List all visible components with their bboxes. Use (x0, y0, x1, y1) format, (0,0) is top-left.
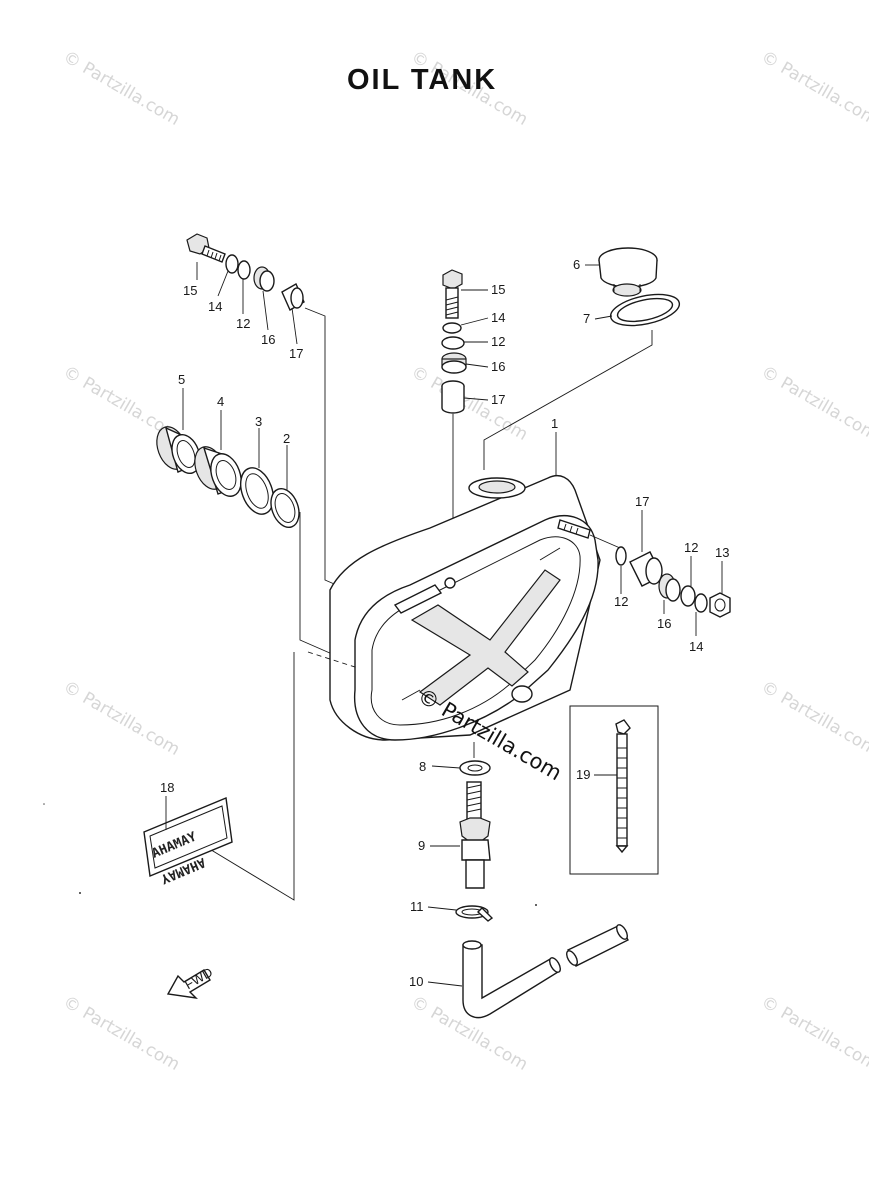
watermark: © Partzilla.com (60, 992, 184, 1075)
callout-11: 11 (410, 899, 424, 914)
washer-icon (441, 336, 465, 350)
level-gauge-19-box (569, 705, 659, 875)
washer-icon (680, 585, 696, 607)
collar-icon (281, 283, 305, 311)
ring-3-icon (239, 467, 275, 515)
callout-7: 7 (583, 311, 590, 326)
scan-speck (535, 904, 537, 906)
callout-17: 17 (635, 494, 649, 509)
callout-6: 6 (573, 257, 580, 272)
callout-16: 16 (261, 332, 275, 347)
right-fastener-stack (589, 510, 731, 636)
callout-19: 19 (576, 767, 590, 782)
callout-9: 9 (418, 838, 425, 853)
oil-tank-icon (329, 474, 601, 741)
callout-14: 14 (689, 639, 703, 654)
ring-2-icon (270, 487, 300, 529)
washer-icon (225, 254, 239, 274)
watermark: © Partzilla.com (758, 677, 869, 760)
left-ring-group (156, 388, 356, 665)
watermark: © Partzilla.com (758, 362, 869, 445)
scan-speck (79, 892, 81, 894)
callout-12: 12 (491, 334, 505, 349)
watermark: © Partzilla.com (758, 47, 869, 130)
callout-18: 18 (160, 780, 174, 795)
callout-1: 1 (551, 416, 558, 431)
top-left-fastener-stack (186, 233, 305, 345)
callout-2: 2 (283, 431, 290, 446)
emblem-18-icon: AHAMAY YAMAHA (143, 796, 233, 886)
filler-cap-icon (598, 247, 658, 297)
watermark: © Partzilla.com (758, 992, 869, 1075)
bushing-icon (253, 266, 275, 292)
fwd-arrow-icon: FWD (166, 964, 215, 999)
top-center-fastener-stack (441, 269, 489, 584)
bushing-icon (658, 573, 681, 602)
assembly-guide-line (197, 652, 295, 901)
washer-icon (615, 546, 627, 566)
page-title: OIL TANK (347, 64, 497, 96)
callout-12: 12 (614, 594, 628, 609)
callout-3: 3 (255, 414, 262, 429)
callout-5: 5 (178, 372, 185, 387)
callout-12: 12 (684, 540, 698, 555)
callout-16: 16 (657, 616, 671, 631)
collar-icon (629, 551, 663, 587)
bolt-icon (442, 269, 463, 319)
hose-fitting-9-icon (459, 781, 491, 889)
callout-4: 4 (217, 394, 224, 409)
callout-17: 17 (289, 346, 303, 361)
callout-10: 10 (409, 974, 423, 989)
callout-14: 14 (208, 299, 222, 314)
callout-15: 15 (183, 283, 197, 298)
bolt-icon (186, 233, 226, 263)
washer-icon (694, 593, 708, 613)
callout-13: 13 (715, 545, 729, 560)
callout-14: 14 (491, 310, 505, 325)
oil-hose-10-icon (462, 924, 629, 1019)
bushing-icon (441, 352, 467, 374)
collar-icon (441, 380, 465, 414)
washer-icon (237, 260, 251, 280)
seal-5-icon (156, 426, 201, 475)
callout-17: 17 (491, 392, 505, 407)
assembly-guide-line (304, 307, 349, 591)
washer-icon (442, 322, 462, 334)
hose-clip-11-icon (455, 905, 494, 922)
callout-15: 15 (491, 282, 505, 297)
gasket-8-icon (459, 760, 491, 776)
nut-icon (709, 592, 731, 618)
watermark: © Partzilla.com (408, 362, 532, 445)
callout-16: 16 (491, 359, 505, 374)
fwd-label: FWD (182, 964, 215, 992)
callout-12: 12 (236, 316, 250, 331)
watermark: © Partzilla.com (60, 47, 184, 130)
cap-gasket-icon (609, 293, 681, 327)
callout-8: 8 (419, 759, 426, 774)
bearing-4-icon (194, 446, 242, 497)
scan-speck (43, 803, 45, 805)
watermark: © Partzilla.com (60, 677, 184, 760)
dipstick-icon (615, 719, 631, 854)
